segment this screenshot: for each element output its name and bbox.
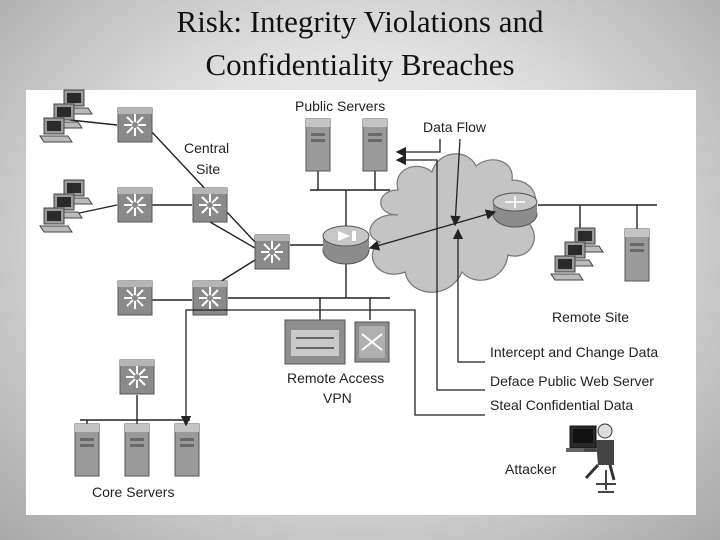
label-central-site-2: Site <box>196 161 220 177</box>
server-icon <box>74 423 100 477</box>
switch-icon <box>117 187 153 223</box>
switch-icon <box>119 359 155 395</box>
server-icon <box>362 118 388 172</box>
firewall-icon <box>284 319 346 365</box>
server-icon <box>624 228 650 282</box>
server-icon <box>124 423 150 477</box>
switch-icon <box>192 187 228 223</box>
slide-title: Risk: Integrity Violations and Confident… <box>0 0 720 86</box>
attack-paths <box>180 138 497 427</box>
server-icon <box>305 118 331 172</box>
vpn-concentrator-icon <box>354 321 390 363</box>
title-line-2: Confidentiality Breaches <box>205 47 515 82</box>
label-public-servers: Public Servers <box>295 98 385 114</box>
label-intercept: Intercept and Change Data <box>490 344 658 360</box>
label-remote-site: Remote Site <box>552 309 629 325</box>
workstation-group <box>550 227 604 281</box>
network-links <box>69 119 657 428</box>
label-steal: Steal Confidential Data <box>490 397 633 413</box>
title-line-1: Risk: Integrity Violations and <box>176 4 544 39</box>
router-icon <box>322 225 370 265</box>
switch-icon <box>254 234 290 270</box>
attacker-icon <box>566 423 616 493</box>
server-icon <box>174 423 200 477</box>
router-icon <box>492 192 538 228</box>
workstation-group <box>39 89 93 143</box>
label-deface: Deface Public Web Server <box>490 373 654 389</box>
label-remote-access-2: VPN <box>323 390 352 406</box>
label-remote-access-1: Remote Access <box>287 370 384 386</box>
workstation-group <box>39 179 93 233</box>
label-data-flow: Data Flow <box>423 119 487 135</box>
label-core-servers: Core Servers <box>92 484 174 500</box>
switch-icon <box>117 280 153 316</box>
label-attacker: Attacker <box>505 461 557 477</box>
switch-icon <box>117 107 153 143</box>
label-central-site-1: Central <box>184 140 229 156</box>
